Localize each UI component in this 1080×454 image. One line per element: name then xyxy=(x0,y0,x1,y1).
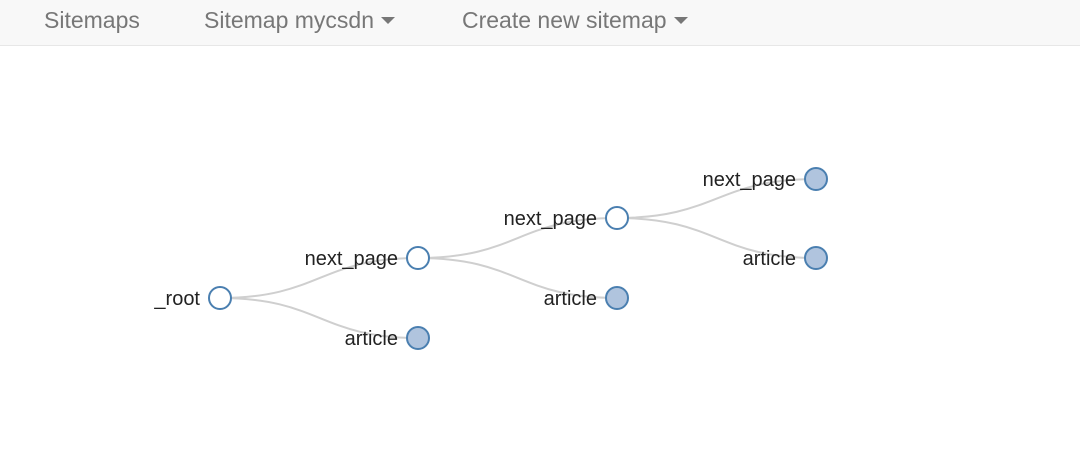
caret-down-icon xyxy=(673,17,688,25)
nav-sitemaps-label: Sitemaps xyxy=(44,7,140,33)
nav-sitemaps-link[interactable]: Sitemaps xyxy=(44,0,140,40)
graph-link xyxy=(616,217,817,259)
top-navbar: Sitemaps Sitemap mycsdn Create new sitem… xyxy=(0,0,1080,46)
node-label: next_page xyxy=(703,169,796,191)
graph-link xyxy=(417,217,618,259)
node-label: article xyxy=(544,288,597,310)
node-label: article xyxy=(345,328,398,350)
node-circle[interactable] xyxy=(804,167,828,191)
node-label: _root xyxy=(153,288,200,310)
nav-create-new-sitemap-dropdown[interactable]: Create new sitemap xyxy=(462,0,688,40)
graph-link xyxy=(616,178,817,219)
graph-node-root[interactable]: _root xyxy=(153,286,232,310)
node-circle[interactable] xyxy=(208,286,232,310)
nav-create-new-sitemap-label: Create new sitemap xyxy=(462,7,667,33)
node-circle[interactable] xyxy=(406,326,430,350)
graph-node-next-page[interactable]: next_page xyxy=(504,206,629,230)
graph-node-article[interactable]: article xyxy=(544,286,629,310)
graph-link xyxy=(219,257,419,299)
node-label: next_page xyxy=(504,208,597,230)
graph-link xyxy=(219,297,419,339)
caret-down-icon xyxy=(381,17,396,25)
node-circle[interactable] xyxy=(406,246,430,270)
nav-sitemap-mycsdn-label: Sitemap mycsdn xyxy=(204,7,375,33)
graph-node-next-page[interactable]: next_page xyxy=(305,246,430,270)
selector-graph-canvas: _root next_page article next_page articl… xyxy=(0,47,1080,449)
nav-sitemap-mycsdn-dropdown[interactable]: Sitemap mycsdn xyxy=(204,0,396,40)
selector-graph: _root next_page article next_page articl… xyxy=(153,167,828,350)
node-circle[interactable] xyxy=(804,246,828,270)
node-label: next_page xyxy=(305,248,398,270)
node-circle[interactable] xyxy=(605,286,629,310)
graph-node-article[interactable]: article xyxy=(743,246,828,270)
graph-node-article[interactable]: article xyxy=(345,326,430,350)
graph-node-next-page[interactable]: next_page xyxy=(703,167,828,191)
node-label: article xyxy=(743,248,796,270)
graph-link xyxy=(417,257,618,299)
node-circle[interactable] xyxy=(605,206,629,230)
